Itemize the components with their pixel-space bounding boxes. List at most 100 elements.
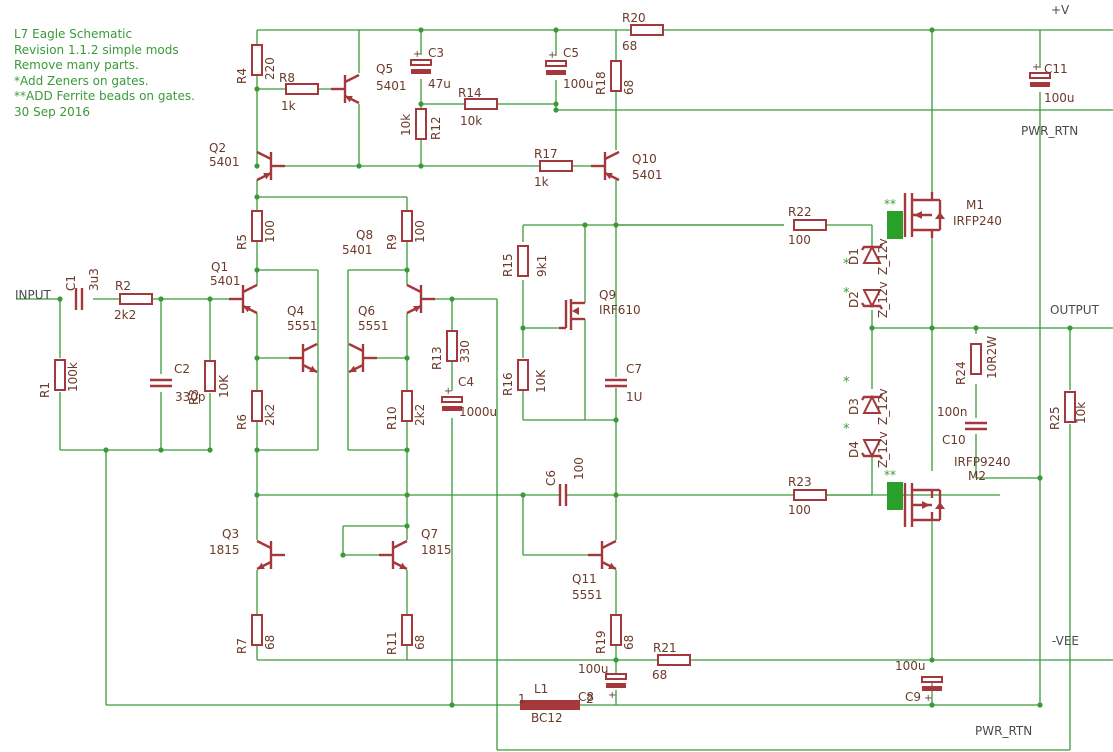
resistor-body	[657, 654, 691, 666]
transistor-name: Q5	[376, 62, 393, 76]
emitter-arrow	[349, 365, 357, 372]
component-layer	[54, 24, 1076, 710]
resistor-name: R22	[788, 205, 812, 219]
transistor-value: 5551	[287, 319, 318, 333]
junction-dot	[418, 163, 424, 169]
resistor-value: 10k	[399, 114, 413, 136]
resistor-r6	[251, 390, 263, 422]
capacitor-value: 100u	[578, 662, 609, 676]
resistor-value: 330	[458, 340, 472, 363]
transistor-name: Q1	[211, 260, 228, 274]
resistor-r20	[630, 24, 664, 36]
resistor-r15	[517, 245, 529, 277]
net-label-vee: -VEE	[1052, 634, 1079, 648]
resistor-value: 68	[652, 668, 667, 682]
collector-lead	[242, 283, 258, 294]
junction-dot	[613, 492, 619, 498]
transistor-value: 5401	[632, 168, 663, 182]
channel-arrow	[572, 307, 579, 315]
inductor-value: BC12	[531, 711, 563, 725]
capacitor-name: C2	[174, 362, 190, 376]
resistor-name: R8	[279, 71, 295, 85]
resistor-name: R9	[385, 234, 399, 250]
emitter-arrow	[345, 96, 353, 103]
resistor-value: 68	[413, 635, 427, 650]
resistor-r14	[464, 98, 498, 110]
transistor-q7	[379, 539, 408, 571]
resistor-r25	[1064, 391, 1076, 423]
junction-dot	[613, 657, 619, 663]
diode-name: D3	[847, 398, 861, 415]
wire-layer	[16, 27, 1113, 751]
transistor-name: Q4	[287, 304, 304, 318]
net-label-vplus: +V	[1051, 3, 1070, 17]
junction-dot	[404, 447, 410, 453]
transistor-q8	[406, 283, 435, 315]
diode-value: Z_12v	[876, 431, 890, 468]
resistor-name: R25	[1048, 406, 1062, 430]
capacitor-name: C7	[626, 362, 642, 376]
resistor-value: 10k	[460, 114, 482, 128]
zener-d2	[861, 289, 883, 310]
capacitor-c4	[441, 396, 463, 411]
transistor-q3	[256, 539, 285, 571]
resistor-body	[401, 614, 413, 646]
channel-arrow	[914, 211, 922, 219]
junction-dot	[929, 27, 935, 33]
resistor-r3	[204, 360, 216, 392]
capacitor-value: 1000u	[459, 405, 497, 419]
resistor-value: 220	[263, 57, 277, 80]
resistor-value: 68	[263, 635, 277, 650]
note-remove-parts: Remove many parts.	[14, 58, 139, 72]
transistor-value: 1815	[209, 543, 240, 557]
emitter-arrow	[309, 365, 317, 372]
resistor-r8	[285, 83, 319, 95]
collector-lead	[344, 73, 360, 84]
resistor-value: 2k2	[263, 404, 277, 426]
capacitor-value: 47u	[428, 77, 451, 91]
junction-dot	[340, 552, 346, 558]
resistor-body	[251, 210, 263, 242]
capacitor-name: C10	[942, 433, 966, 447]
collector-lead	[256, 539, 272, 550]
transistor-name: Q8	[356, 228, 373, 242]
zener-marker: *	[843, 286, 850, 301]
resistor-body	[446, 330, 458, 362]
resistor-r16	[517, 359, 529, 391]
resistor-value: 10K	[534, 369, 548, 393]
capacitor-value: 330p	[175, 390, 206, 404]
resistor-body	[251, 614, 263, 646]
transistor-value: 5401	[209, 155, 240, 169]
resistor-body	[204, 360, 216, 392]
capacitor-name: C4	[458, 375, 474, 389]
capacitor-value: 100	[572, 457, 586, 480]
resistor-body	[54, 359, 66, 391]
capacitor-value: 100u	[1044, 91, 1075, 105]
zener-d4	[861, 439, 883, 460]
polarity-mark: +	[413, 49, 421, 60]
plate	[921, 676, 943, 683]
zener-cathode	[861, 243, 883, 251]
collector-lead	[348, 342, 364, 353]
diode-name: D2	[847, 291, 861, 308]
transistor-name: M2	[968, 469, 986, 483]
diode-value: Z_12v	[876, 281, 890, 318]
zener-marker: *	[843, 257, 850, 272]
transistor-name: Q6	[358, 304, 375, 318]
junction-dot	[207, 296, 213, 302]
resistor-name: R10	[385, 406, 399, 430]
inductor-pin-1: 1	[518, 692, 526, 706]
transistor-value: IRFP240	[953, 214, 1002, 228]
diode-name: D4	[847, 441, 861, 458]
capacitor-c6	[558, 484, 568, 506]
collector-lead	[392, 539, 408, 550]
resistor-value: 1k	[281, 99, 296, 113]
junction-dot	[1037, 475, 1043, 481]
emitter-arrow	[257, 562, 265, 569]
resistor-r12	[415, 108, 427, 140]
capacitor-name: C3	[428, 46, 444, 60]
resistor-r5	[251, 210, 263, 242]
transistor-q9	[559, 299, 585, 330]
junction-dot	[158, 447, 164, 453]
